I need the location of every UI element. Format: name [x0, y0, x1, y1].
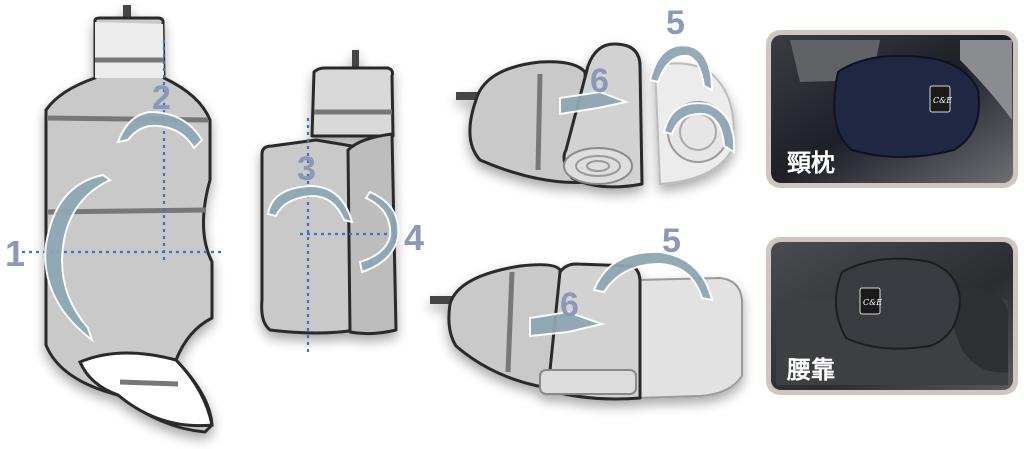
neck-pillow-product	[833, 54, 980, 158]
armrest-shape	[951, 288, 1008, 373]
photo-neck-pillow: C&E 頸枕	[766, 30, 1018, 188]
cushion-strap	[535, 73, 543, 171]
roll-spiral	[586, 160, 610, 172]
product-logo-tag	[929, 85, 951, 113]
step-number-4: 4	[404, 217, 424, 258]
fold-flap	[546, 262, 642, 401]
fold-arrow-2	[116, 110, 204, 150]
product-logo-text: C&E	[863, 298, 882, 307]
fold-arrow-3	[266, 184, 354, 224]
step-number-3: 3	[297, 150, 316, 188]
cushion-head-panel	[310, 66, 395, 138]
roll-spiral	[575, 155, 621, 177]
fold-arrow-4	[358, 190, 400, 274]
cushion-half-folded	[260, 50, 398, 336]
cushion-strap	[505, 271, 515, 373]
cushion-back-layer	[260, 138, 357, 335]
fold-arrow-1	[44, 173, 112, 343]
step-number-6-bottom: 6	[560, 286, 579, 324]
cushion-strap	[47, 115, 209, 123]
cushion-tab	[430, 296, 452, 304]
lumbar-pillow-product	[834, 257, 962, 350]
product-logo-tag	[859, 287, 881, 315]
cushion-strap	[119, 379, 179, 387]
fold-arrow-5-top	[648, 44, 714, 92]
cushion-tab	[456, 92, 478, 100]
cushion-roll-neck	[456, 42, 735, 189]
fold-arrow-5-top-b	[662, 102, 736, 154]
step-number-1: 1	[5, 233, 25, 274]
step-number-5-bottom: 5	[662, 222, 681, 260]
photo-caption-neck-pillow: 頸枕	[787, 149, 835, 177]
cushion-fold-flap	[78, 351, 214, 428]
photo-lumbar-support: C&E 腰靠	[766, 237, 1018, 395]
cushion-head-panel	[95, 22, 164, 78]
fold-stack	[539, 369, 637, 395]
photo-caption-lumbar-support: 腰靠	[786, 356, 835, 384]
fold-arrow-6-top	[559, 90, 630, 116]
step-number-6-top: 6	[590, 62, 609, 100]
cushion-tab	[352, 50, 359, 68]
window-frame	[960, 40, 1012, 120]
fold-arrow-5-bottom	[592, 250, 714, 302]
fold-light-layer	[635, 276, 743, 400]
cushion-fold-lumbar	[430, 262, 743, 401]
product-logo-text: C&E	[933, 96, 952, 105]
cushion-tab	[123, 5, 131, 23]
fold-arrow-6-bottom	[529, 310, 606, 338]
step-number-2: 2	[152, 79, 171, 117]
step-number-5-top: 5	[666, 4, 685, 42]
roll-end	[563, 147, 633, 185]
